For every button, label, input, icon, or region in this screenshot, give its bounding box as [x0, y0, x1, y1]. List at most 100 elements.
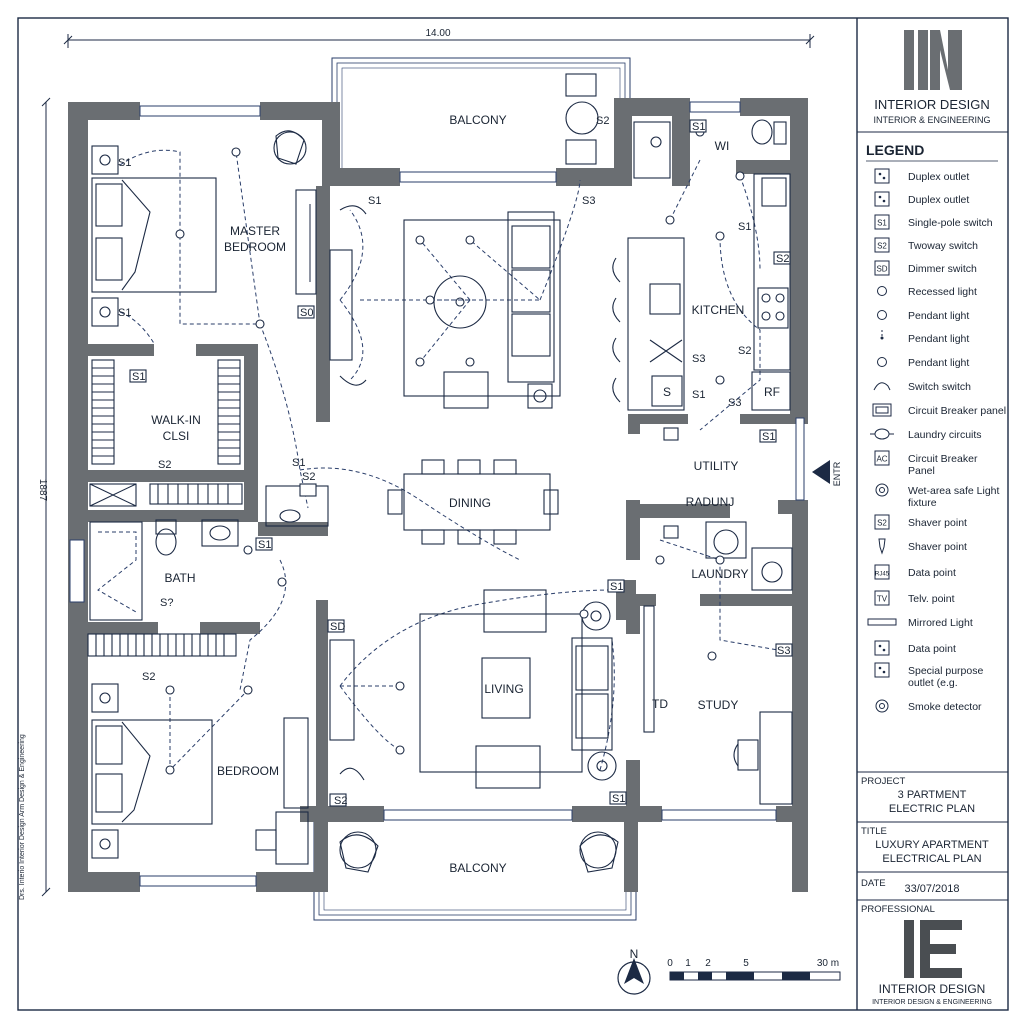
switch-label: S1 — [118, 307, 131, 319]
balcony-bottom-furniture — [339, 831, 619, 873]
room-label-bath: BATH — [164, 571, 195, 585]
master-armchair — [273, 130, 307, 165]
room-label-master-1: MASTER — [230, 224, 280, 238]
legend-label: Single-pole switch — [908, 217, 993, 229]
mirrored-light-icon — [867, 618, 897, 626]
switch-loop-icon — [873, 382, 891, 391]
dimension-left: 1887 — [37, 97, 51, 897]
room-label-dining: DINING — [449, 496, 491, 510]
legend-row: Recessed light — [877, 286, 977, 298]
legend-row: Duplex outlet — [874, 168, 969, 184]
svg-text:AC: AC — [876, 455, 887, 464]
brand-name-bottom: INTERIOR DESIGN — [879, 982, 986, 996]
switch-label: S2 — [142, 671, 155, 683]
bath-fixtures — [89, 485, 329, 621]
legend-label-2: fixture — [908, 497, 937, 509]
legend-label: Twoway switch — [908, 240, 978, 252]
legend-label: Pendant light — [908, 310, 969, 322]
study-fixtures — [643, 605, 793, 805]
switch-label: S0 — [300, 307, 313, 319]
master-nightstands — [91, 145, 119, 327]
legend-row: Shaver point — [878, 538, 967, 555]
room-label-master-2: BEDROOM — [224, 240, 286, 254]
room-label-utility: UTILITY — [694, 459, 739, 473]
legend-label: Pendant light — [908, 333, 969, 345]
fridge-label: RF — [764, 385, 780, 399]
professional-head: PROFESSIONAL — [861, 904, 935, 915]
bedroom-bed — [91, 683, 213, 859]
switch-label: S1 — [692, 121, 705, 133]
switch-markers — [129, 119, 793, 807]
brand-tagline: INTERIOR & ENGINEERING — [873, 115, 990, 125]
switch-label: S1 — [132, 371, 145, 383]
legend-label: Switch switch — [908, 381, 971, 393]
legend-label: Recessed light — [908, 286, 977, 298]
svg-text:SD: SD — [876, 265, 887, 274]
legend-row: Laundry circuits — [870, 428, 982, 441]
legend-label: Telv. point — [908, 593, 955, 605]
room-label-living: LIVING — [484, 682, 523, 696]
dimension-top: 14.00 — [63, 28, 815, 48]
north-label: N — [630, 947, 639, 961]
room-label-wc: WI — [715, 139, 730, 153]
room-label-kitchen: KITCHEN — [692, 303, 745, 317]
sheet-border — [17, 17, 1009, 1011]
tv-point-icon: TV — [874, 590, 890, 606]
scale-bar: 0 1 2 5 30 m — [667, 958, 841, 981]
title-head: TITLE — [861, 826, 887, 837]
data-plug-icon — [874, 640, 890, 656]
legend-row: Pendant light — [880, 330, 969, 345]
switch-label: S? — [160, 597, 173, 609]
sink-label: S — [663, 385, 671, 399]
brand-name: INTERIOR DESIGN — [874, 97, 990, 112]
room-label-walkin-1: WALK-IN — [151, 413, 201, 427]
legend-row: Smoke detector — [875, 699, 982, 713]
bedroom-desk — [255, 717, 309, 865]
scale-tick: 1 — [685, 958, 691, 969]
legend-row: Duplex outlet — [874, 191, 969, 207]
room-label-balcony-bottom: BALCONY — [449, 861, 506, 875]
switch-label: S1 — [368, 195, 381, 207]
balcony-top-furniture — [565, 73, 599, 165]
switch-label: S3 — [582, 195, 595, 207]
switch-label: SD — [330, 621, 345, 633]
tv-label: TD — [652, 697, 668, 711]
svg-text:S2: S2 — [877, 519, 887, 528]
wet-area-light-icon — [875, 483, 889, 497]
switch-label: S3 — [692, 353, 705, 365]
data-point-icon: RJ45 — [874, 564, 890, 580]
special-outlet-icon — [874, 662, 890, 678]
room-label-laundry: LAUNDRY — [691, 567, 748, 581]
master-wardrobe — [295, 189, 317, 295]
date-head: DATE — [861, 878, 886, 889]
wc-fixtures — [633, 119, 787, 179]
switch-label: S3 — [728, 397, 741, 409]
kitchen-counters — [612, 173, 791, 411]
dining-table — [387, 459, 559, 545]
side-note: Drs. Interio Interior Design Arm Design … — [19, 734, 26, 900]
room-label-study: STUDY — [698, 698, 739, 712]
legend-row: S2 Twoway switch — [874, 237, 978, 253]
svg-text:S1: S1 — [877, 219, 887, 228]
legend-label: Mirrored Light — [908, 617, 973, 629]
switch-label: S2 — [776, 253, 789, 265]
legend-label: Special purpose — [908, 665, 983, 677]
legend-row: Pendant light — [877, 310, 969, 322]
legend-label-2: Panel — [908, 465, 935, 477]
legend-row: Data point — [874, 640, 956, 656]
windows — [69, 101, 805, 887]
legend-label: Circuit Breaker panel — [908, 405, 1006, 417]
twoway-switch-icon: S2 — [874, 237, 890, 253]
legend-label: Shaver point — [908, 541, 967, 553]
scale-tick: 5 — [743, 958, 749, 969]
family-sofa-area — [329, 205, 561, 409]
shaver-point-icon: S2 — [874, 514, 890, 530]
legend-row: TV Telv. point — [874, 590, 955, 606]
legend-label: Duplex outlet — [908, 194, 969, 206]
date-value: 33/07/2018 — [904, 883, 959, 895]
svg-text:TV: TV — [877, 595, 888, 604]
switch-label: S1 — [692, 389, 705, 401]
